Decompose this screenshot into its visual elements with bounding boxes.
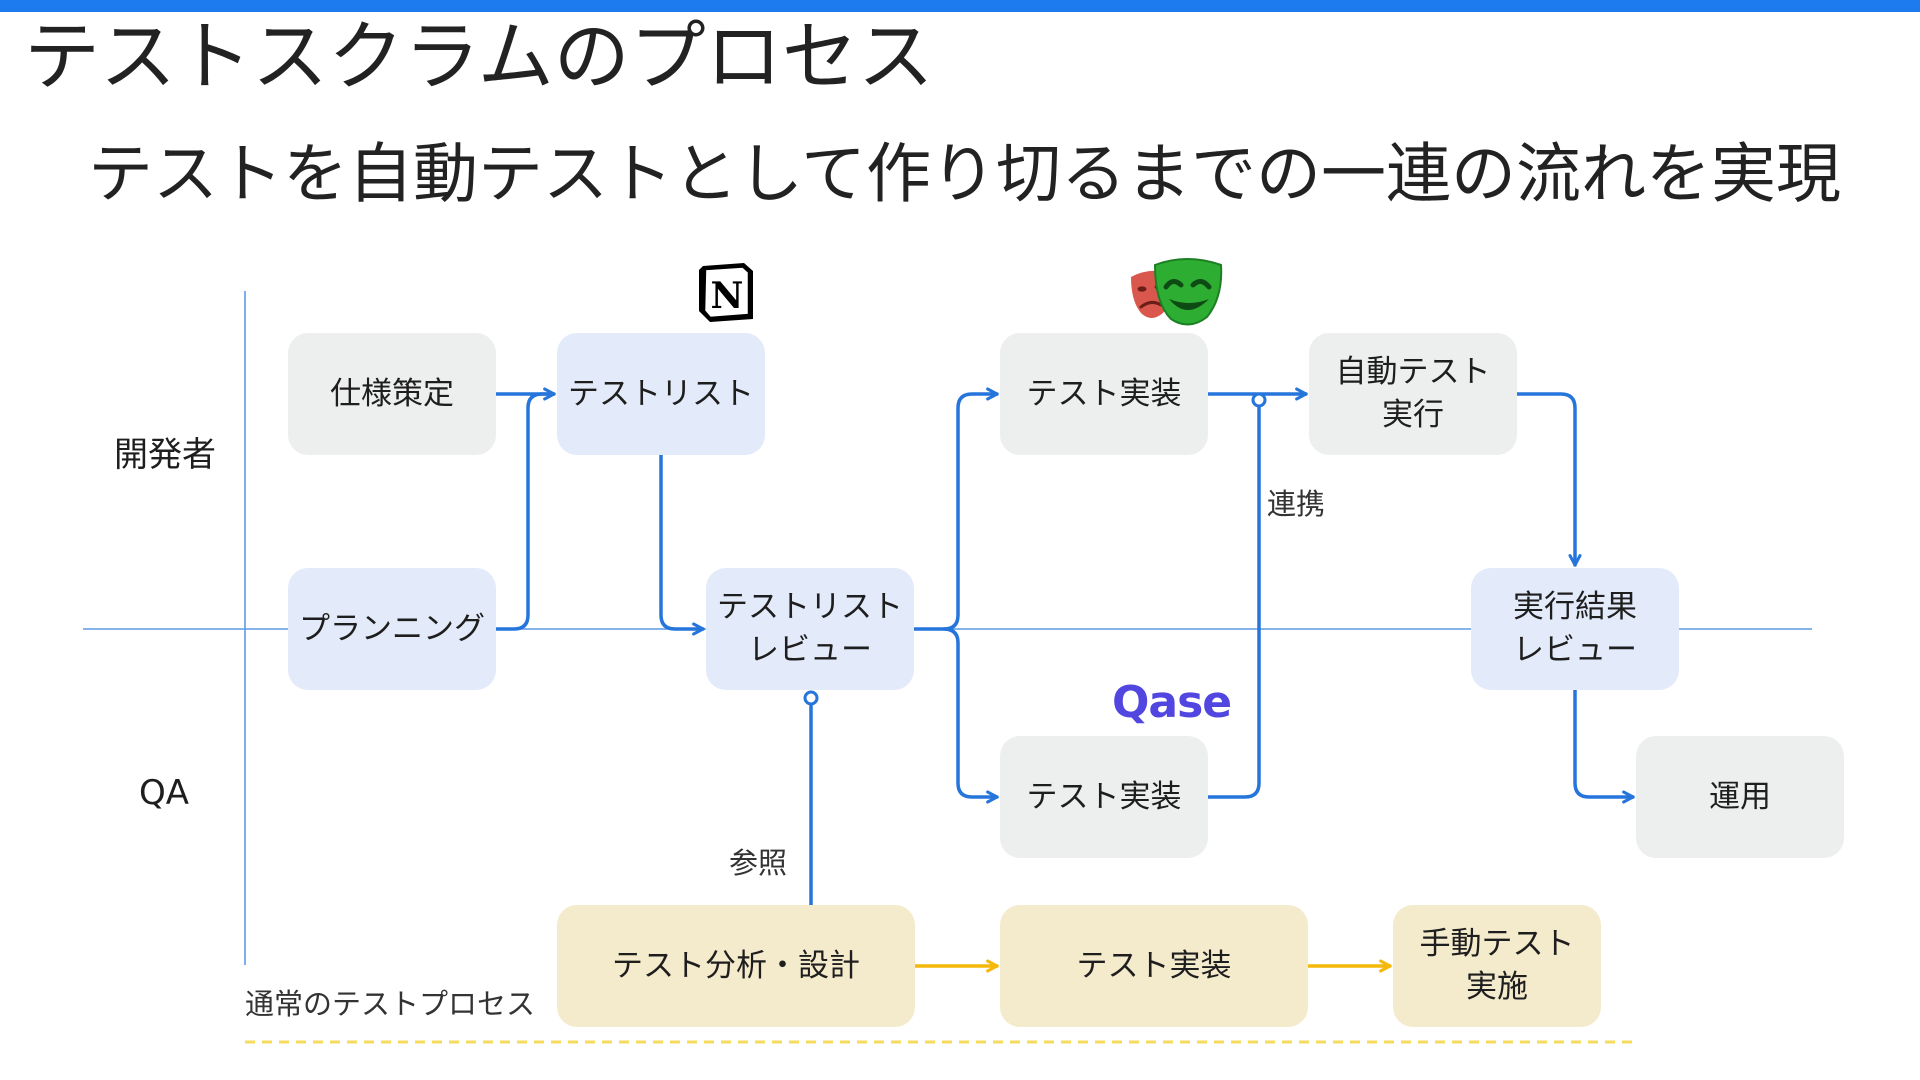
test-list-review-node-label-line2: レビュー bbox=[748, 632, 872, 668]
operation-node-label: 運用 bbox=[1709, 778, 1771, 815]
notion-logo: N bbox=[695, 261, 757, 323]
link-qa-implementation-to-auto-run bbox=[1206, 405, 1261, 799]
arrow-auto-run-to-result-review bbox=[1515, 392, 1582, 567]
playwright-logo-graphic bbox=[1131, 258, 1223, 326]
operation-node: 運用 bbox=[1636, 736, 1844, 858]
notion-logo-letter: N bbox=[711, 275, 744, 317]
link-connector-dot bbox=[1251, 392, 1267, 408]
arrow-review-to-dev-implementation bbox=[912, 387, 999, 631]
link-label: 連携 bbox=[1267, 487, 1326, 521]
reference-label: 参照 bbox=[729, 846, 788, 880]
planning-node: プランニング bbox=[288, 568, 496, 690]
slide-title: テストスクラムのプロセス bbox=[24, 12, 934, 101]
result-review-node-label-line2: レビュー bbox=[1513, 632, 1637, 668]
reference-connector-dot bbox=[803, 690, 819, 706]
notion-logo-graphic: N bbox=[699, 263, 753, 322]
lane-label-qa: QA bbox=[139, 773, 190, 813]
test-list-node-label: テストリスト bbox=[568, 375, 754, 412]
green-mask-right-eye bbox=[1190, 279, 1212, 290]
notion-logo-face bbox=[702, 265, 751, 320]
normal-process-label: 通常のテストプロセス bbox=[245, 987, 536, 1021]
arrow-test-list-to-review bbox=[659, 453, 705, 636]
test-list-node: テストリスト bbox=[557, 333, 765, 455]
manual-run-node: 手動テスト 実施 bbox=[1393, 905, 1601, 1027]
arrow-planning-to-test-list bbox=[494, 392, 550, 631]
qa-implementation-node: テスト実装 bbox=[1000, 736, 1208, 858]
analysis-design-node: テスト分析・設計 bbox=[557, 905, 915, 1027]
auto-test-run-node-label-line2: 実行 bbox=[1382, 397, 1444, 433]
normal-implementation-node: テスト実装 bbox=[1000, 905, 1308, 1027]
dev-implementation-node-label: テスト実装 bbox=[1026, 375, 1182, 412]
arrow-review-to-qa-implementation bbox=[942, 627, 999, 804]
lane-label-dev: 開発者 bbox=[114, 435, 216, 475]
green-mask-face bbox=[1153, 258, 1223, 326]
dev-implementation-node: テスト実装 bbox=[1000, 333, 1208, 455]
normal-implementation-node-label: テスト実装 bbox=[1076, 947, 1232, 984]
test-list-review-node: テストリスト レビュー bbox=[706, 568, 914, 690]
result-review-node: 実行結果 レビュー bbox=[1471, 568, 1679, 690]
manual-run-node-label-line1: 手動テスト bbox=[1419, 926, 1575, 962]
top-accent-bar bbox=[0, 0, 1920, 12]
test-list-review-node-label-line1: テストリスト bbox=[717, 589, 903, 625]
green-mask-left-eye bbox=[1163, 279, 1184, 290]
arrow-result-review-to-operation bbox=[1573, 688, 1635, 804]
manual-run-node-label-line2: 実施 bbox=[1466, 969, 1528, 1005]
playwright-green-mask bbox=[1153, 258, 1223, 326]
qase-logo: Qase bbox=[1112, 677, 1232, 728]
analysis-design-node-label: テスト分析・設計 bbox=[612, 947, 860, 984]
red-mask-left-eye bbox=[1137, 286, 1147, 292]
slide-subtitle: テストを自動テストとして作り切るまでの一連の流れを実現 bbox=[88, 137, 1842, 212]
qa-implementation-node-label: テスト実装 bbox=[1026, 778, 1182, 815]
result-review-node-label-line1: 実行結果 bbox=[1513, 589, 1637, 625]
planning-node-label: プランニング bbox=[299, 610, 485, 647]
auto-test-run-node-label-line1: 自動テスト bbox=[1335, 354, 1491, 390]
spec-node: 仕様策定 bbox=[288, 333, 496, 455]
red-mask-mouth bbox=[1139, 300, 1163, 309]
playwright-logo bbox=[1129, 257, 1223, 329]
spec-node-label: 仕様策定 bbox=[330, 375, 454, 412]
green-mask-mouth bbox=[1169, 299, 1209, 310]
auto-test-run-node: 自動テスト 実行 bbox=[1309, 333, 1517, 455]
